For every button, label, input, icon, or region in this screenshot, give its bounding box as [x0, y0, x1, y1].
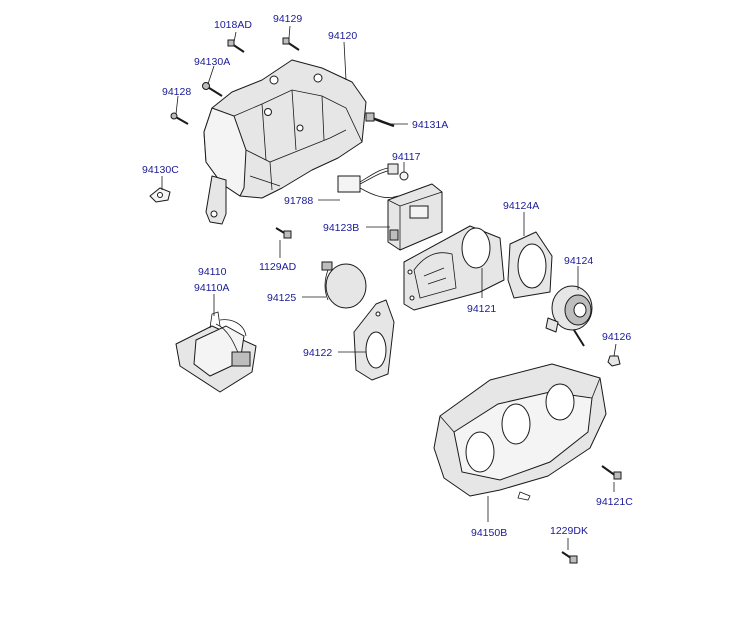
- wiring-harness-part: [337, 163, 409, 198]
- label-1018AD: 1018AD: [214, 19, 252, 31]
- screw-1229DK: [561, 551, 578, 564]
- circuit-board-part: [387, 183, 443, 251]
- label-1129AD: 1129AD: [259, 261, 297, 273]
- screw-94128: [170, 112, 189, 125]
- bolt-94131A: [365, 112, 395, 128]
- leader-lines: [161, 25, 617, 550]
- label-94124: 94124: [564, 255, 593, 267]
- label-94120: 94120: [328, 30, 357, 42]
- upper-housing-part: [203, 59, 367, 225]
- label-94129: 94129: [273, 13, 302, 25]
- label-94130A: 94130A: [194, 56, 230, 68]
- lamp-part: [321, 261, 367, 309]
- label-94126: 94126: [602, 331, 631, 343]
- label-94124A: 94124A: [503, 200, 539, 212]
- label-94130C: 94130C: [142, 164, 179, 176]
- label-94131A: 94131A: [412, 119, 448, 131]
- screw-94121C: [601, 465, 622, 480]
- label-1229DK: 1229DK: [550, 525, 588, 537]
- screw-1129AD: [275, 227, 292, 239]
- label-94117: 94117: [392, 151, 421, 163]
- label-94122: 94122: [303, 347, 332, 359]
- gauge-frame-part: [403, 225, 505, 311]
- clip-94130C: [149, 187, 171, 203]
- label-94125: 94125: [267, 292, 296, 304]
- nut-94126: [607, 355, 621, 367]
- label-94121: 94121: [467, 303, 496, 315]
- bezel-part: [353, 299, 395, 381]
- main-housing-part: [433, 363, 607, 501]
- label-91788: 91788: [284, 195, 313, 207]
- gauge-bezel-part: [507, 231, 553, 299]
- screw-94130A: [202, 82, 223, 97]
- label-94128: 94128: [162, 86, 191, 98]
- actuator-part: [175, 311, 257, 393]
- label-94110A: 94110A: [194, 282, 229, 294]
- label-94150B: 94150B: [471, 527, 507, 539]
- label-94123B: 94123B: [323, 222, 359, 234]
- screw-1018AD: [227, 39, 245, 53]
- gauge-unit-part: [545, 285, 593, 347]
- label-94121C: 94121C: [596, 496, 633, 508]
- label-94110: 94110: [198, 266, 227, 278]
- screw-94129: [282, 37, 300, 51]
